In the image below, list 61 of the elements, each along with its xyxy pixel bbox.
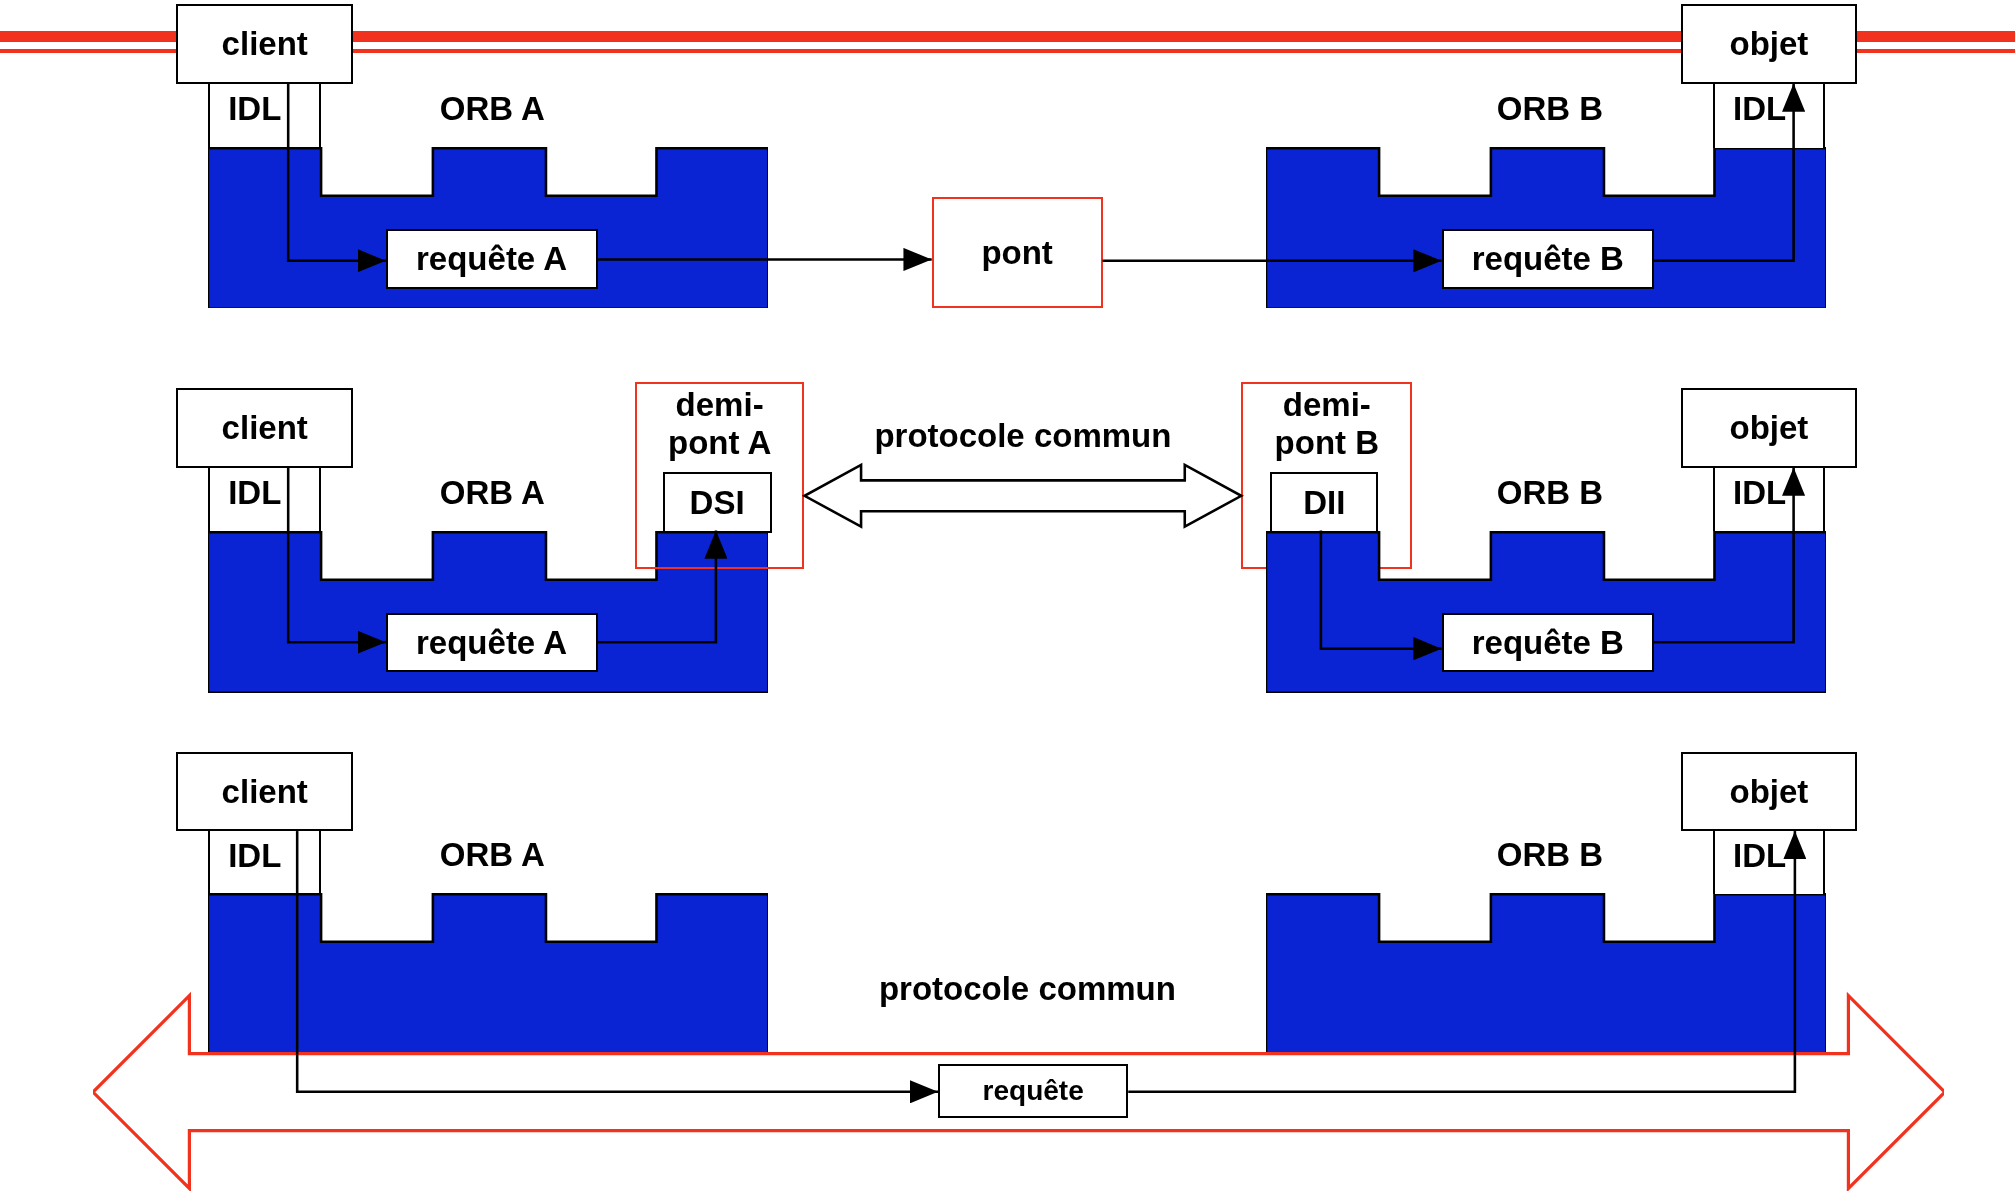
- gateway-frame: [634, 381, 805, 570]
- arrow: [295, 1054, 939, 1104]
- label-box: [1270, 472, 1379, 533]
- arrow: [597, 530, 728, 644]
- box-label: client: [221, 775, 308, 809]
- arrow: [1783, 831, 1807, 1055]
- block-title: ORB B: [1496, 475, 1604, 509]
- label-box: [385, 612, 598, 673]
- label-box: [1441, 228, 1654, 290]
- block-title: ORB B: [1496, 838, 1604, 872]
- label-box: [385, 228, 598, 290]
- label-box: [662, 472, 772, 533]
- interface-box: [1713, 467, 1825, 531]
- interface-label: IDL: [1733, 91, 1787, 125]
- box-label: requête: [982, 1077, 1084, 1105]
- box-label: client: [221, 411, 308, 445]
- arrow: [1319, 530, 1442, 661]
- box-label: objet: [1729, 775, 1809, 809]
- gateway-label: demi- pont B: [1273, 385, 1381, 462]
- band-title: protocole commun: [878, 972, 1176, 1006]
- box-label: requête A: [416, 242, 567, 276]
- arrow: [1653, 467, 1806, 644]
- label-box: [931, 196, 1103, 309]
- box-label: requête B: [1471, 626, 1624, 659]
- interface-box: [1713, 831, 1825, 895]
- box-label: DII: [1303, 486, 1346, 519]
- label-box: [1680, 388, 1857, 468]
- interface-label: IDL: [1733, 839, 1787, 873]
- label-box: [176, 3, 354, 84]
- label-box: [1680, 751, 1857, 832]
- interface-box: [208, 467, 322, 531]
- arrow: [286, 83, 386, 273]
- label-box: [1680, 3, 1857, 84]
- double-arrow: [801, 462, 1244, 529]
- interface-box: [208, 83, 322, 148]
- interface-label: IDL: [228, 91, 282, 125]
- box-label: objet: [1729, 27, 1809, 61]
- box-label: requête A: [416, 626, 567, 659]
- arrow: [286, 467, 386, 654]
- interface-label: IDL: [1733, 475, 1787, 509]
- box-label: requête B: [1471, 242, 1624, 276]
- label-box: [938, 1064, 1129, 1118]
- gateway-label: demi- pont A: [667, 385, 773, 462]
- label-box: [1441, 612, 1654, 673]
- block-title: ORB A: [439, 838, 545, 872]
- block-title: ORB B: [1496, 91, 1604, 125]
- interface-box: [208, 831, 322, 895]
- box-label: objet: [1729, 411, 1809, 445]
- box-label: pont: [981, 236, 1053, 269]
- interface-box: [1713, 83, 1825, 148]
- arrow: [1653, 83, 1806, 263]
- interface-label: IDL: [228, 839, 282, 873]
- label-box: [176, 388, 354, 468]
- box-label: DSI: [689, 486, 745, 519]
- label-box: [176, 751, 354, 832]
- block-title: ORB A: [439, 91, 545, 125]
- box-label: client: [221, 27, 308, 61]
- arrow: [1102, 249, 1442, 273]
- arrow: [597, 247, 932, 272]
- interface-label: IDL: [228, 475, 282, 509]
- block-title: ORB A: [439, 475, 545, 509]
